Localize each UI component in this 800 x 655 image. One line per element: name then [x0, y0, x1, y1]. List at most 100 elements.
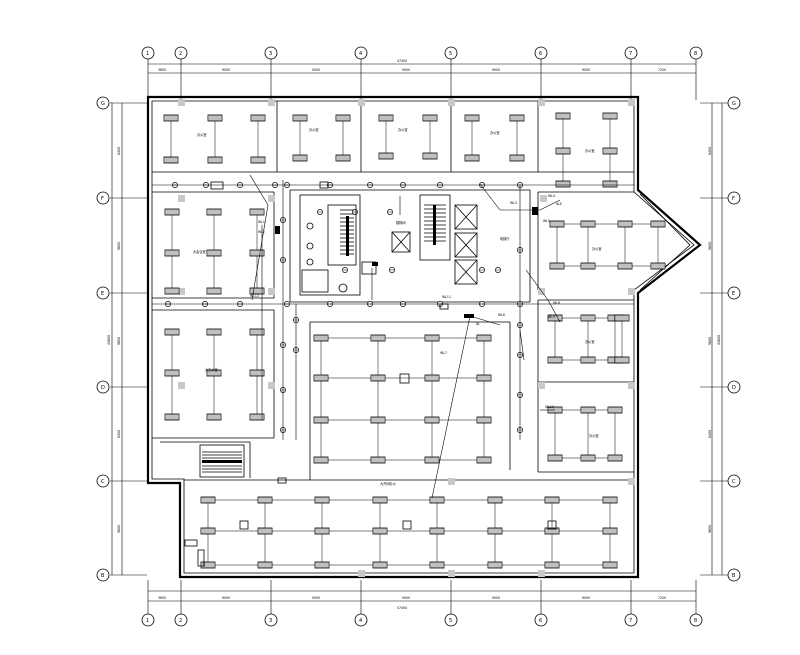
fluorescent-light-fixture: [617, 220, 633, 228]
axis-lines-vertical: [147, 58, 697, 614]
fluorescent-light-fixture: [314, 527, 330, 535]
room-label: 办公室: [585, 339, 595, 344]
fluorescent-light-fixture: [547, 356, 563, 364]
fluorescent-light-fixture: [164, 369, 180, 377]
fluorescent-light-fixture: [544, 496, 560, 504]
circuit-tag: WL7: [440, 351, 447, 355]
equipment-boxes: [184, 181, 557, 567]
axis-bubbles-top: 1 2 3 4 5 6 7 8: [141, 46, 703, 60]
fluorescent-light-fixture: [607, 406, 623, 414]
room-label: 办公室: [309, 127, 319, 132]
room-labels: 办公室 办公室 办公室 办公室 办公室 大会议室 办公室 楼梯间 电梯厅 大办公…: [193, 127, 602, 486]
dim-left-total: 45600: [107, 335, 111, 345]
downlight-fixture: [495, 267, 501, 273]
room-label: 大开间办公: [380, 481, 397, 486]
distribution-panel-west: [275, 226, 280, 234]
dimension-bottom: 3600 9000 9000 9000 9000 9000 7200 47400: [148, 590, 696, 610]
fluorescent-light-fixture: [370, 416, 386, 424]
wiring: [152, 174, 634, 499]
elevator-core: [391, 194, 478, 285]
fluorescent-light-fixture: [372, 496, 388, 504]
fluorescent-light-fixture: [257, 561, 273, 569]
dim-bottom-seg: 9000: [402, 596, 410, 600]
dim-top-seg: 9000: [312, 68, 320, 72]
axis-number: 8: [694, 51, 697, 57]
fluorescent-light-fixture: [555, 180, 571, 188]
axis-letter: D: [101, 385, 105, 391]
fluorescent-light-fixture: [555, 147, 571, 155]
circuit-tag: WL12: [250, 294, 259, 298]
dim-bottom-seg: 7200: [658, 596, 666, 600]
axis-number: 7: [629, 51, 632, 57]
fluorescent-light-fixture: [547, 314, 563, 322]
fluorescent-light-fixture: [602, 527, 618, 535]
axis-number: 2: [179, 51, 182, 57]
room-label: 办公室: [585, 148, 595, 153]
fluorescent-light-fixture: [544, 561, 560, 569]
fluorescent-light-fixture: [580, 262, 596, 270]
fluorescent-light-fixture: [580, 454, 596, 462]
dimension-top: 47400 3600 9000 9000 9000 9000 9000 7200: [148, 59, 696, 74]
downlight-fixture: [479, 267, 485, 273]
fluorescent-light-fixture: [378, 152, 394, 160]
fluorescent-light-fixture: [313, 334, 329, 342]
fluorescent-light-fixture: [250, 114, 266, 122]
exterior-walls: [146, 95, 702, 579]
room-label: 办公室: [490, 130, 500, 135]
fluorescent-light-fixture: [314, 561, 330, 569]
dim-top-seg: 7200: [658, 68, 666, 72]
fluorescent-light-fixture: [429, 561, 445, 569]
fluorescent-light-fixture: [372, 561, 388, 569]
fluorescent-light-fixture: [200, 527, 216, 535]
fluorescent-light-fixture: [547, 454, 563, 462]
circuit-tag: WL4: [548, 194, 555, 198]
fluorescent-light-fixture: [206, 249, 222, 257]
fluorescent-light-fixture: [487, 561, 503, 569]
fluorescent-light-fixture: [206, 328, 222, 336]
fluorescent-light-fixture: [335, 114, 351, 122]
stair-treads-left: [340, 209, 354, 256]
dim-right-seg: 9600: [708, 525, 712, 533]
fluorescent-light-fixture: [422, 114, 438, 122]
axis-number: 4: [359, 51, 362, 57]
light-fixtures: [163, 112, 666, 569]
fluorescent-light-fixture: [250, 156, 266, 164]
stair-treads-right: [424, 204, 446, 245]
fluorescent-light-fixture: [314, 496, 330, 504]
room-label: 大办公室: [205, 367, 218, 372]
fluorescent-light-fixture: [650, 262, 666, 270]
panel-tag: AL: [476, 322, 480, 326]
panel-tag: ALE: [556, 202, 562, 206]
fluorescent-light-fixture: [509, 154, 525, 162]
fluorescent-light-fixture: [650, 220, 666, 228]
circuit-tag: WL6: [498, 313, 505, 317]
fluorescent-light-fixture: [509, 114, 525, 122]
fluorescent-light-fixture: [164, 249, 180, 257]
dim-bottom-seg: 9000: [492, 596, 500, 600]
fluorescent-light-fixture: [602, 112, 618, 120]
fluorescent-light-fixture: [580, 220, 596, 228]
axis-letter: E: [732, 291, 735, 297]
fluorescent-light-fixture: [313, 416, 329, 424]
axis-letter: G: [101, 101, 105, 107]
fluorescent-light-fixture: [257, 496, 273, 504]
dim-top-seg: 3600: [158, 68, 166, 72]
fluorescent-light-fixture: [580, 406, 596, 414]
fluorescent-light-fixture: [487, 527, 503, 535]
dim-left-seg: 8400: [117, 430, 121, 438]
downlight-fixture: [387, 209, 393, 215]
dim-bottom-seg: 3600: [158, 596, 166, 600]
axis-number: 5: [449, 618, 452, 624]
axis-letter: C: [101, 479, 105, 485]
axis-letter: D: [732, 385, 736, 391]
axis-bubbles-right: G F E D C B: [727, 96, 741, 582]
fluorescent-light-fixture: [370, 334, 386, 342]
fluorescent-light-fixture: [164, 413, 180, 421]
stair-southwest: [199, 444, 245, 478]
circuit-tag: WL1: [258, 220, 265, 224]
dim-left-seg: 8400: [117, 147, 121, 155]
dim-top-seg: 9000: [492, 68, 500, 72]
axis-bubbles-bottom: 1 2 3 4 5 6 7 8: [141, 613, 703, 627]
fluorescent-light-fixture: [602, 180, 618, 188]
